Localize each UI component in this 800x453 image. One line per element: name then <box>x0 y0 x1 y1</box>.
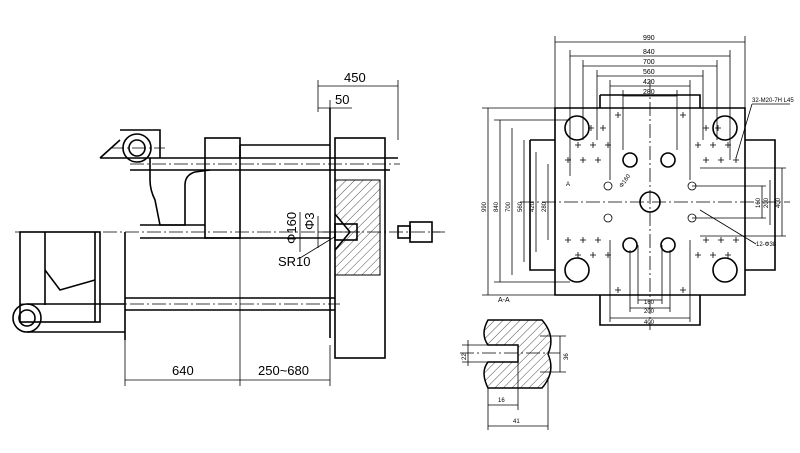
section-a-a: A-A 22 36 16 41 <box>460 297 570 430</box>
section-body <box>483 319 552 389</box>
holes-label: 32-M20-7H L45 <box>752 98 794 104</box>
tie-bar-label: 12-Φ38 <box>756 242 777 248</box>
height-560: 560 <box>518 201 524 212</box>
stationary-platen <box>334 137 386 359</box>
width-840: 840 <box>643 49 655 56</box>
toggle-housing <box>19 231 101 323</box>
sec-dim-41: 41 <box>513 419 520 425</box>
tie-bar-hole-tr <box>712 115 738 141</box>
height-840: 840 <box>494 201 500 212</box>
height-700: 700 <box>506 201 512 212</box>
width-990: 990 <box>643 35 655 42</box>
center-hole-label: Φ160 <box>619 173 633 189</box>
ejector-hole-2 <box>660 152 676 168</box>
tie-bar-hole-br <box>712 257 738 283</box>
left-height-dims <box>482 107 570 296</box>
dim-phi160: Φ160 <box>284 212 299 244</box>
width-420: 420 <box>643 79 655 86</box>
sec-dim-16: 16 <box>498 398 505 404</box>
ejector-hole-1 <box>622 152 638 168</box>
dim-640: 640 <box>172 363 194 378</box>
dim-250-680: 250~680 <box>258 363 309 378</box>
width-280: 280 <box>643 89 655 96</box>
tie-bar-hole-bl <box>564 257 590 283</box>
section-marker-a: A <box>566 182 570 188</box>
right-160: 160 <box>756 197 762 208</box>
bottom-400: 400 <box>644 320 655 326</box>
right-200: 200 <box>764 197 770 208</box>
height-420: 420 <box>530 201 536 212</box>
height-990: 990 <box>482 201 488 212</box>
dim-50: 50 <box>335 92 349 107</box>
sec-dim-36: 36 <box>564 353 570 360</box>
width-560: 560 <box>643 69 655 76</box>
right-400: 400 <box>776 197 782 208</box>
ejector-hole-3 <box>622 237 638 253</box>
platen-view: 990 840 700 560 420 280 990 840 700 560 … <box>482 35 794 330</box>
top-width-dims <box>554 36 746 180</box>
lower-pivot-inner <box>18 309 36 327</box>
dim-phi3: Φ3 <box>302 212 317 230</box>
height-280: 280 <box>542 201 548 212</box>
dim-sr10: SR10 <box>278 254 311 269</box>
bottom-160: 160 <box>644 300 655 306</box>
dim-450: 450 <box>344 70 366 85</box>
width-700: 700 <box>643 59 655 66</box>
moving-platen <box>204 137 241 239</box>
bottom-200: 200 <box>644 309 655 315</box>
ejector-hole-4 <box>660 237 676 253</box>
sec-dim-22: 22 <box>462 353 468 360</box>
side-view: 450 50 Φ160 Φ3 SR10 640 250~680 <box>12 70 445 386</box>
platen-outline <box>554 107 746 296</box>
section-title: A-A <box>498 297 510 304</box>
lower-pivot-outer <box>12 303 42 333</box>
tapped-holes <box>565 112 739 293</box>
center-hole <box>639 191 661 213</box>
